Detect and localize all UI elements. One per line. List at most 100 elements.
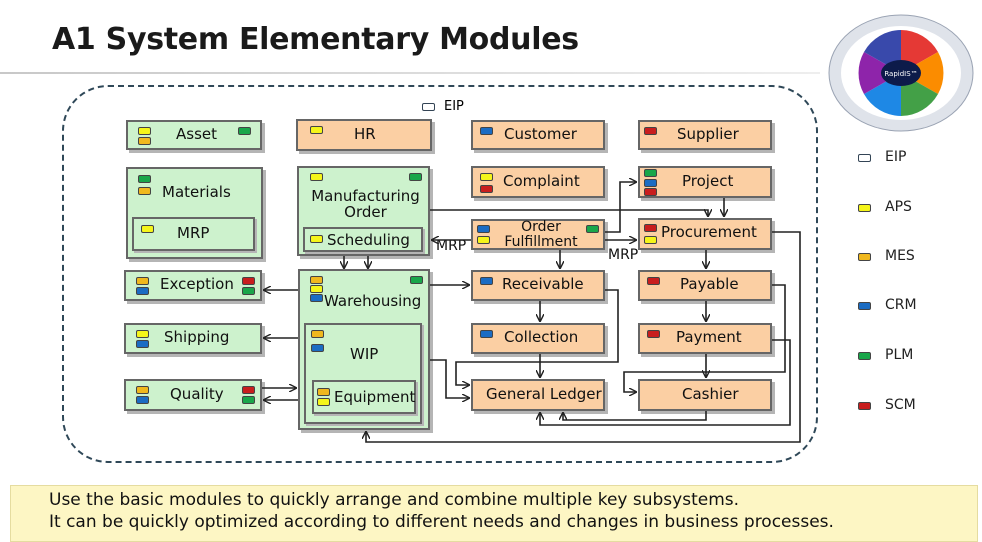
plm-tag-icon	[409, 173, 422, 181]
eip-top-label: EIP	[444, 99, 464, 114]
scm-tag-icon	[647, 330, 660, 338]
scm-tag-icon	[647, 277, 660, 285]
crm-legend-icon	[858, 302, 871, 310]
module-asset[interactable]: Asset	[126, 120, 262, 150]
module-manufacturing-order-label: Manufacturing Order	[311, 187, 420, 221]
rapidis-cycle-diagram: RapidIS™	[828, 14, 974, 132]
plm-tag-icon	[242, 396, 255, 404]
aps-legend-icon	[858, 204, 871, 212]
crm-tag-icon	[136, 287, 149, 295]
crm-tag-icon	[310, 294, 323, 302]
crm-tag-icon	[136, 340, 149, 348]
scm-tag-icon	[644, 224, 657, 232]
module-project-label: Project	[682, 172, 734, 190]
crm-tag-icon	[136, 396, 149, 404]
legend-item-mes: MES	[855, 247, 965, 267]
aps-tag-icon	[136, 330, 149, 338]
arrow-mo-to-procurement	[430, 210, 708, 216]
legend-label: CRM	[885, 297, 917, 313]
module-customer[interactable]: Customer	[471, 120, 605, 150]
flow-label-mrp-left: MRP	[436, 238, 467, 254]
legend-label: MES	[885, 248, 915, 264]
arrow-wip-to-gl	[430, 359, 469, 398]
module-scheduling-label: Scheduling	[327, 231, 410, 249]
mes-tag-icon	[310, 276, 323, 284]
module-receivable[interactable]: Receivable	[471, 270, 605, 301]
module-exception[interactable]: Exception	[124, 270, 262, 301]
legend-item-scm: SCM	[855, 396, 965, 416]
module-cashier[interactable]: Cashier	[638, 379, 772, 411]
mes-tag-icon	[136, 386, 149, 394]
module-complaint[interactable]: Complaint	[471, 166, 605, 198]
aps-tag-icon	[310, 173, 323, 181]
legend-label: EIP	[885, 149, 907, 165]
mes-tag-icon	[138, 137, 151, 145]
crm-tag-icon	[480, 127, 493, 135]
module-customer-label: Customer	[504, 125, 577, 143]
module-hr[interactable]: HR	[296, 119, 432, 151]
module-quality-label: Quality	[170, 385, 224, 403]
module-asset-label: Asset	[176, 125, 218, 143]
legend-label: APS	[885, 199, 912, 215]
module-payment[interactable]: Payment	[638, 323, 772, 354]
arrow-payable-to-cashier	[623, 284, 786, 392]
crm-tag-icon	[480, 277, 493, 285]
module-collection-label: Collection	[504, 328, 579, 346]
module-mrp-label: MRP	[177, 224, 210, 242]
legend-item-eip: EIP	[855, 148, 965, 168]
aps-tag-icon	[644, 236, 657, 244]
modules-frame	[62, 85, 818, 463]
legend-item-crm: CRM	[855, 296, 965, 316]
arrow-receivable-to-gl	[455, 289, 619, 385]
footer-note: Use the basic modules to quickly arrange…	[10, 485, 978, 542]
scm-legend-icon	[858, 402, 871, 410]
arrow-procurement-to-warehousing	[366, 231, 801, 443]
plm-tag-icon	[644, 169, 657, 177]
module-supplier[interactable]: Supplier	[638, 120, 772, 150]
crm-tag-icon	[311, 344, 324, 352]
module-shipping-label: Shipping	[164, 328, 230, 346]
scm-tag-icon	[242, 277, 255, 285]
module-equipment-label: Equipment	[334, 388, 416, 406]
module-cashier-label: Cashier	[682, 385, 739, 403]
module-quality[interactable]: Quality	[124, 379, 262, 411]
module-order-fulfillment[interactable]: Order Fulfillment	[471, 219, 605, 250]
arrow-payment-to-gl	[540, 339, 791, 426]
arrow-cashier-to-gl	[563, 411, 707, 421]
scm-tag-icon	[480, 185, 493, 193]
module-receivable-label: Receivable	[502, 275, 584, 293]
legend-item-plm: PLM	[855, 346, 965, 366]
module-mrp[interactable]: MRP	[132, 217, 255, 251]
title-underline	[0, 72, 820, 74]
legend-label: SCM	[885, 397, 916, 413]
module-materials-label: Materials	[162, 183, 231, 201]
crm-tag-icon	[477, 225, 490, 233]
aps-tag-icon	[317, 398, 330, 406]
module-scheduling[interactable]: Scheduling	[303, 227, 423, 252]
aps-tag-icon	[480, 173, 493, 181]
cycle-center-label: RapidIS™	[884, 70, 917, 78]
plm-tag-icon	[138, 175, 151, 183]
module-supplier-label: Supplier	[677, 125, 739, 143]
aps-tag-icon	[310, 235, 323, 243]
aps-tag-icon	[477, 236, 490, 244]
module-payable[interactable]: Payable	[638, 270, 772, 301]
module-hr-label: HR	[354, 125, 376, 143]
module-equipment[interactable]: Equipment	[312, 380, 416, 414]
arrow-of-to-project	[605, 182, 636, 233]
module-project[interactable]: Project	[638, 166, 772, 198]
crm-tag-icon	[480, 330, 493, 338]
module-complaint-label: Complaint	[503, 172, 580, 190]
module-collection[interactable]: Collection	[471, 323, 605, 354]
module-procurement[interactable]: Procurement	[638, 218, 772, 250]
aps-tag-icon	[141, 225, 154, 233]
plm-tag-icon	[586, 225, 599, 233]
footer-line-1: Use the basic modules to quickly arrange…	[49, 490, 740, 510]
module-wip-label: WIP	[350, 345, 379, 363]
module-order-fulfillment-label: Order Fulfillment	[504, 219, 578, 250]
module-general-ledger[interactable]: General Ledger	[471, 379, 605, 411]
module-shipping[interactable]: Shipping	[124, 323, 262, 354]
legend-item-aps: APS	[855, 198, 965, 218]
module-exception-label: Exception	[160, 275, 234, 293]
